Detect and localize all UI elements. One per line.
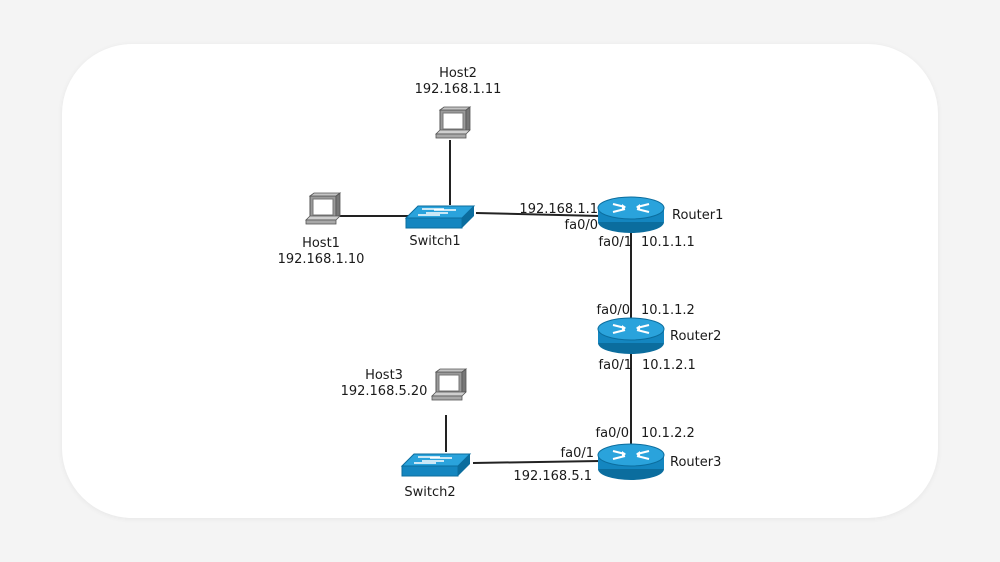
host1-icon[interactable] bbox=[305, 192, 341, 225]
router1-name: Router1 bbox=[672, 208, 723, 223]
switch1-icon[interactable] bbox=[405, 205, 475, 229]
router3-fa00: fa0/0 bbox=[596, 426, 629, 441]
router3-icon[interactable] bbox=[597, 443, 665, 481]
router1-fa00: fa0/0 bbox=[565, 218, 598, 233]
host3-ip: 192.168.5.20 bbox=[341, 384, 428, 399]
router3-name: Router3 bbox=[670, 455, 721, 470]
switch1-name: Switch1 bbox=[409, 234, 460, 249]
host2-ip: 192.168.1.11 bbox=[415, 82, 502, 97]
link-switch1-router1 bbox=[475, 212, 601, 217]
router2-name: Router2 bbox=[670, 329, 721, 344]
diagram-card bbox=[62, 44, 938, 518]
host1-ip: 192.168.1.10 bbox=[278, 252, 365, 267]
switch2-name: Switch2 bbox=[404, 485, 455, 500]
router3-lan-ip: 192.168.5.1 bbox=[513, 469, 592, 484]
router2-icon[interactable] bbox=[597, 317, 665, 355]
router2-fa01: fa0/1 bbox=[599, 358, 632, 373]
link-switch2-router3 bbox=[472, 460, 601, 464]
switch2-icon[interactable] bbox=[401, 453, 471, 477]
router1-lan-ip: 192.168.1.1 bbox=[519, 202, 598, 217]
router1-icon[interactable] bbox=[597, 196, 665, 234]
router1-wan-ip: 10.1.1.1 bbox=[641, 235, 695, 250]
router2-fa00: fa0/0 bbox=[597, 303, 630, 318]
host2-icon[interactable] bbox=[435, 106, 471, 139]
router2-ip-top: 10.1.1.2 bbox=[641, 303, 695, 318]
host3-icon[interactable] bbox=[431, 368, 467, 401]
router1-fa01: fa0/1 bbox=[599, 235, 632, 250]
router3-ip-top: 10.1.2.2 bbox=[641, 426, 695, 441]
host2-name: Host2 bbox=[439, 66, 477, 81]
router2-ip-bottom: 10.1.2.1 bbox=[642, 358, 696, 373]
host3-name: Host3 bbox=[365, 368, 403, 383]
router3-fa01: fa0/1 bbox=[561, 446, 594, 461]
host1-name: Host1 bbox=[302, 236, 340, 251]
